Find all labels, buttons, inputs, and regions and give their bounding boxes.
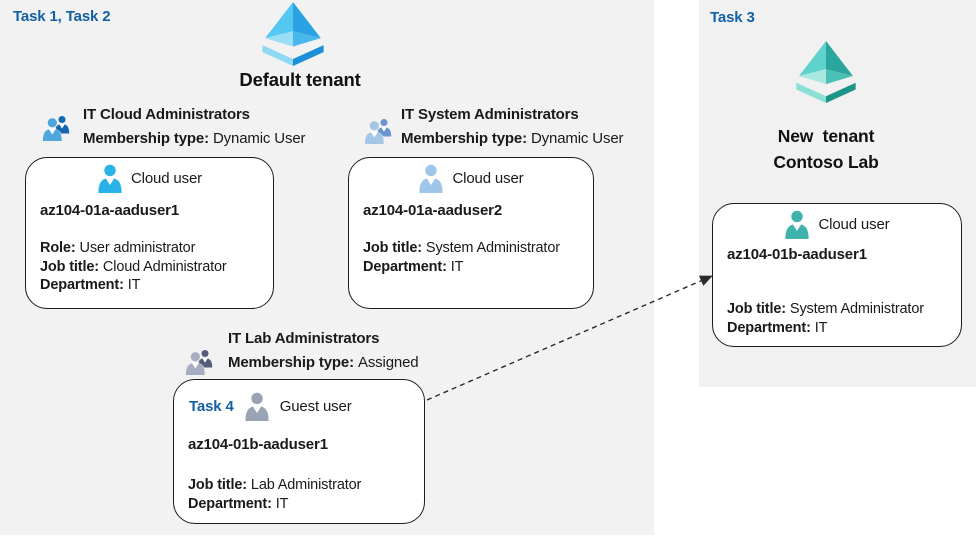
user-fields: Job title:Lab Administrator Department:I… (188, 476, 420, 513)
user-type-label: Cloud user (452, 170, 524, 187)
group-name: IT Lab Administrators (228, 330, 380, 347)
task-4-label: Task 4 (189, 398, 234, 415)
user-name: az104-01a-aaduser2 (363, 202, 503, 219)
user-type-label: Cloud user (818, 216, 890, 233)
user-type-header: Cloud user (713, 210, 961, 239)
azure-ad-tenant-icon (796, 41, 856, 103)
group-icon (364, 118, 392, 144)
field-job-title: Job title:System Administrator (727, 301, 924, 317)
membership-type: Membership type:Assigned (228, 354, 419, 371)
membership-type: Membership type:Dynamic User (83, 130, 306, 147)
user-card-new-tenant: Cloud user az104-01b-aaduser1 Job title:… (712, 203, 962, 347)
field-department: Department:IT (40, 277, 141, 293)
task-1-2-label: Task 1, Task 2 (13, 8, 111, 25)
field-role: Role:User administrator (40, 240, 196, 256)
default-tenant-title: Default tenant (239, 69, 361, 90)
user-fields: Job title:System Administrator Departmen… (727, 300, 957, 337)
field-job-title: Job title:Lab Administrator (188, 477, 362, 493)
user-type-label: Cloud user (130, 170, 203, 187)
user-name: az104-01b-aaduser1 (727, 246, 867, 263)
membership-type: Membership type:Dynamic User (401, 130, 624, 147)
group-name: IT Cloud Administrators (83, 106, 250, 123)
guest-user-icon (245, 392, 269, 421)
field-department: Department:IT (363, 258, 464, 275)
user-type-header: Task 4 Guest user (189, 392, 424, 421)
group-it-cloud-administrators: IT Cloud Administrators Membership type:… (83, 103, 306, 151)
azure-ad-tenant-icon (262, 2, 324, 66)
field-department: Department:IT (727, 319, 828, 336)
user-type-header: Cloud user (349, 164, 593, 193)
user-fields: Job title:System Administrator Departmen… (363, 239, 589, 276)
group-name: IT System Administrators (401, 106, 579, 123)
task-3-label: Task 3 (710, 9, 755, 26)
field-job-title: Job title:System Administrator (363, 240, 560, 256)
group-it-lab-administrators: IT Lab Administrators Membership type:As… (228, 327, 419, 375)
cloud-user-icon (785, 210, 810, 239)
group-icon (185, 349, 213, 375)
group-icon (42, 115, 70, 141)
cloud-user-icon (98, 164, 122, 193)
user-fields: Role:User administrator Job title:Cloud … (40, 239, 269, 295)
user-name: az104-01a-aaduser1 (40, 202, 180, 219)
user-card-aaduser1: Cloud user az104-01a-aaduser1 Role:User … (25, 157, 274, 309)
guest-user-card: Task 4 Guest user az104-01b-aaduser1 Job… (173, 379, 425, 524)
user-name: az104-01b-aaduser1 (188, 436, 328, 453)
field-job-title: Job title:Cloud Administrator (40, 258, 227, 275)
user-card-aaduser2: Cloud user az104-01a-aaduser2 Job title:… (348, 157, 594, 309)
user-type-header: Cloud user (26, 164, 273, 193)
group-it-system-administrators: IT System Administrators Membership type… (401, 103, 624, 151)
cloud-user-icon (419, 164, 444, 193)
user-type-label: Guest user (279, 398, 352, 415)
field-department: Department:IT (188, 495, 289, 512)
